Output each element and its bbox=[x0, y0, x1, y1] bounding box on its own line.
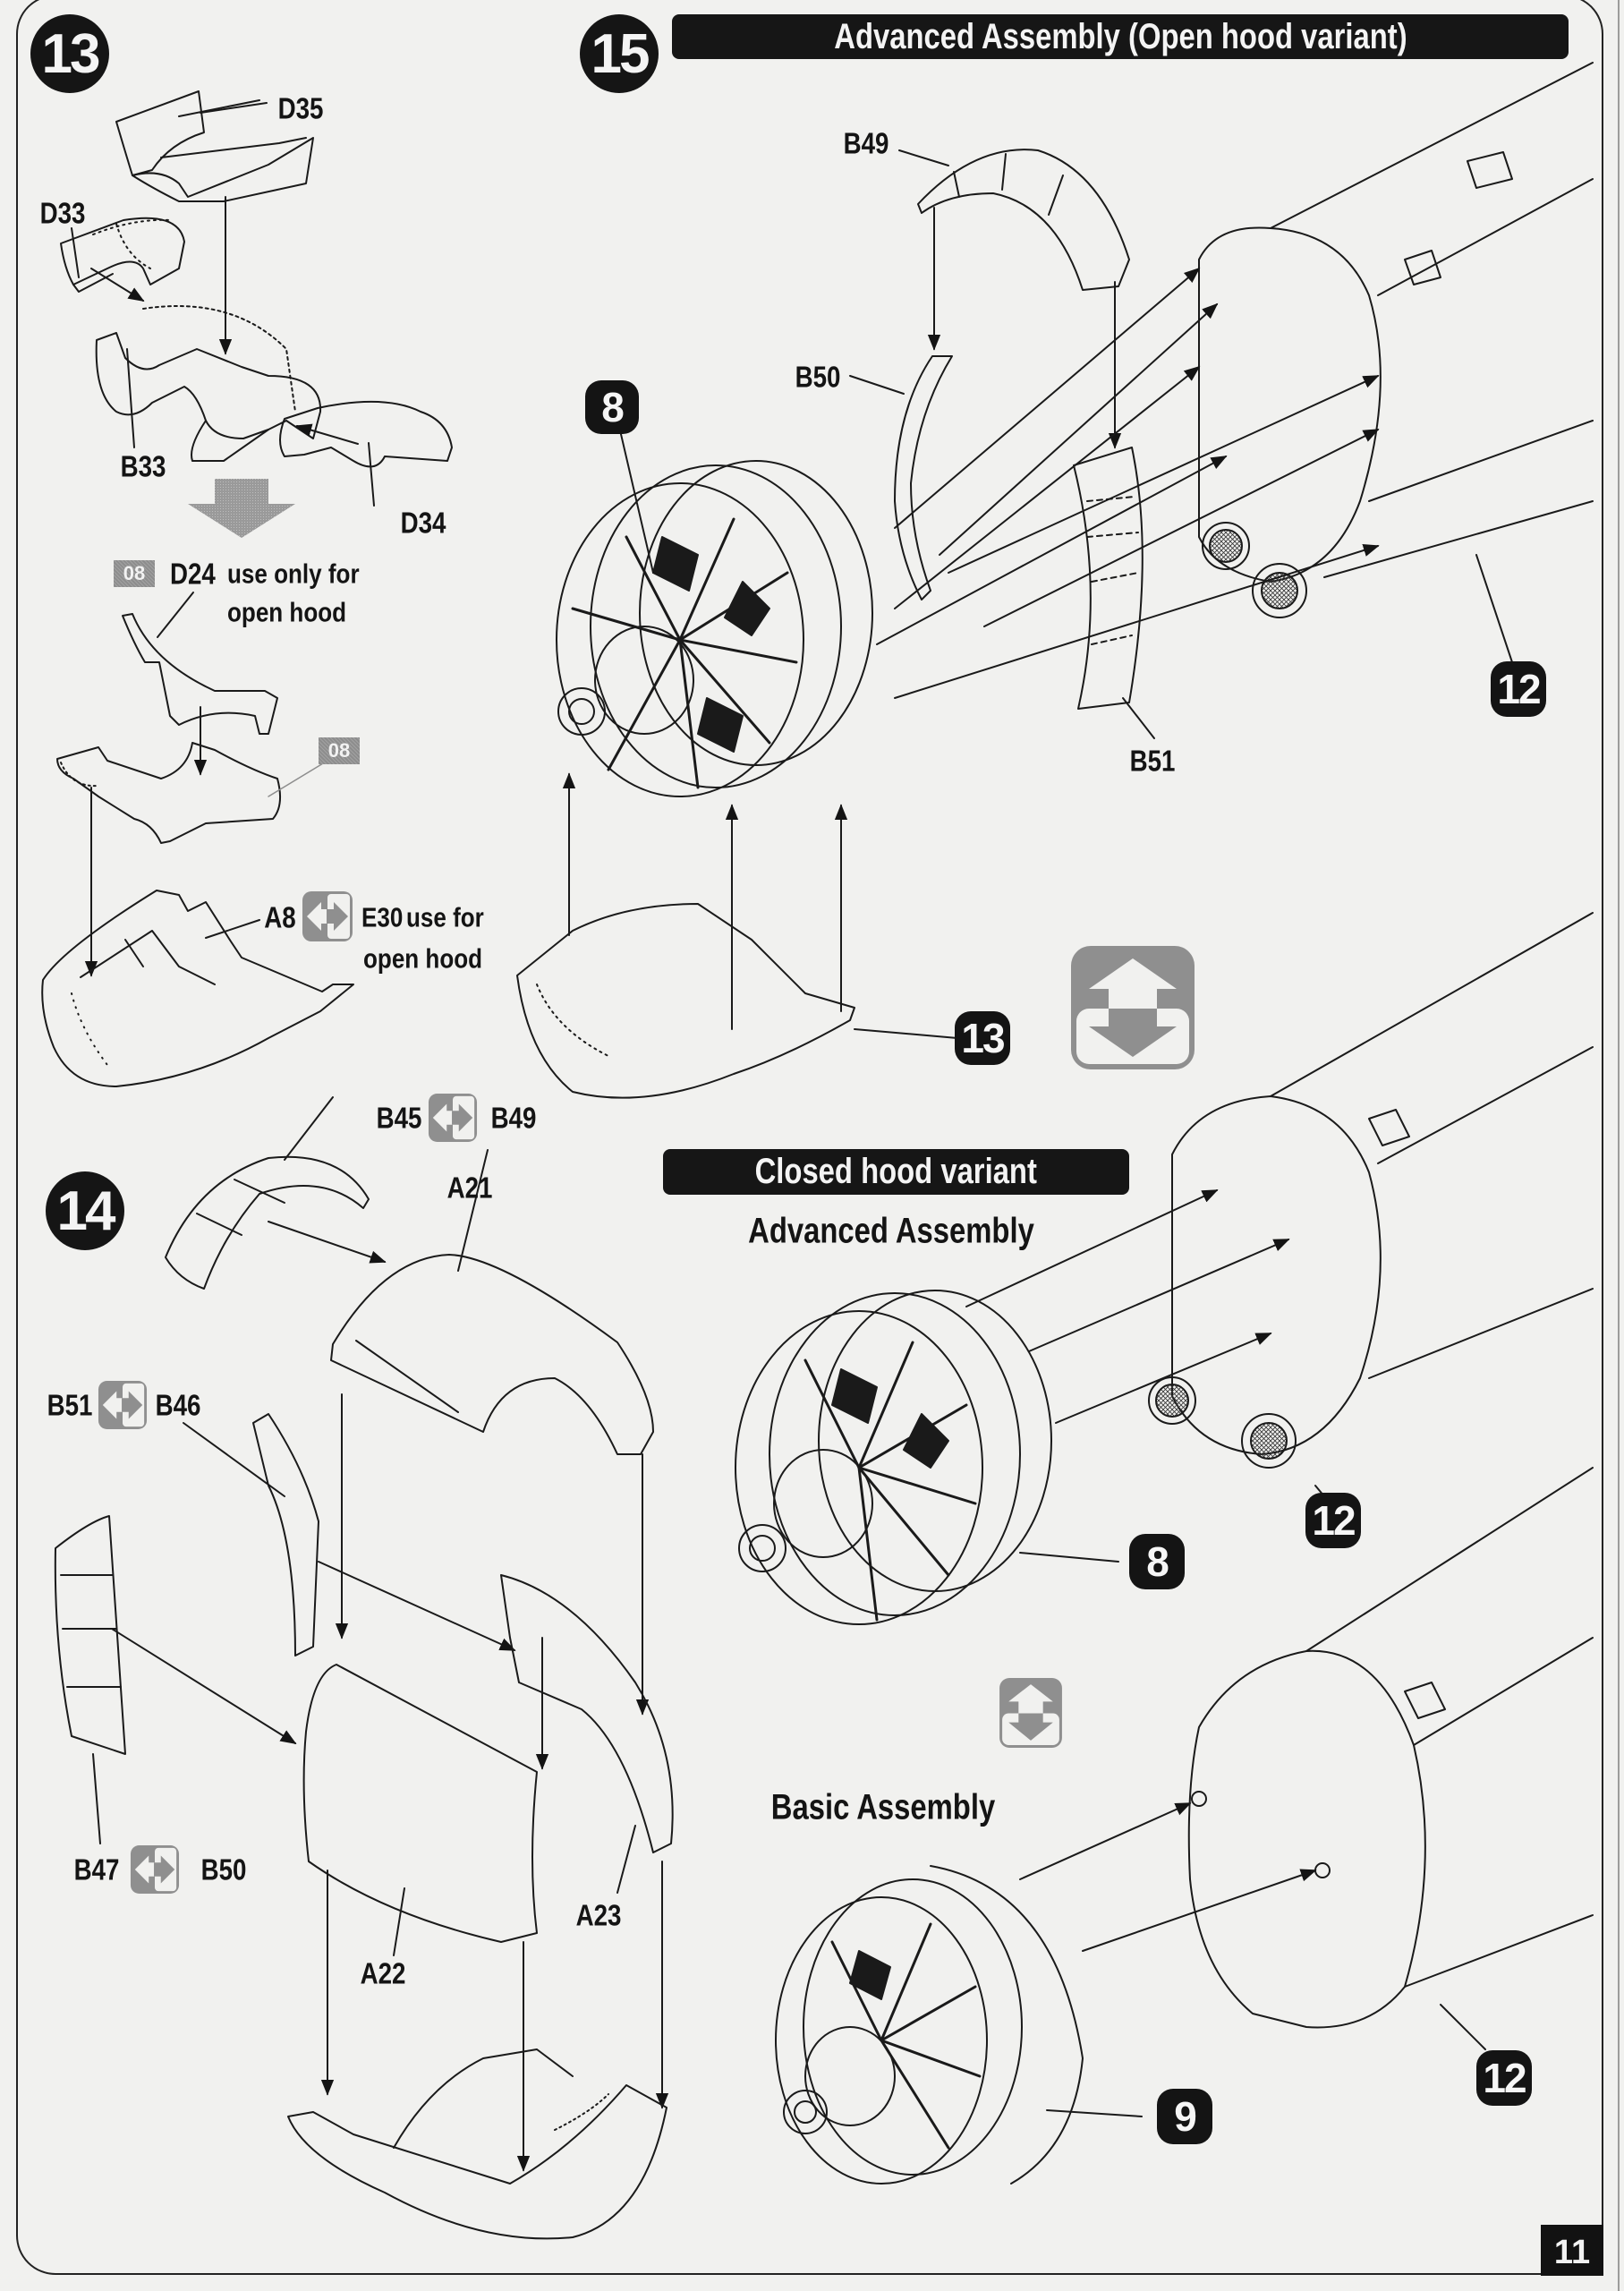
part-label-a8: A8 bbox=[264, 900, 296, 934]
part-b49-drawing bbox=[898, 149, 1130, 449]
step-15-number: 15 bbox=[580, 14, 659, 93]
part-label-a21: A21 bbox=[446, 1171, 493, 1205]
part-label-b51-open: B51 bbox=[1129, 744, 1176, 778]
swap-left-right-icon bbox=[98, 1380, 148, 1430]
part-label-b46: B46 bbox=[155, 1388, 201, 1422]
step-14-number: 14 bbox=[46, 1171, 124, 1250]
part-label-b33: B33 bbox=[120, 449, 166, 483]
leader-d34 bbox=[368, 442, 375, 507]
part-a21-drawing bbox=[330, 1149, 654, 1716]
part-label-d34: D34 bbox=[400, 506, 446, 540]
part-b33-drawing bbox=[95, 305, 322, 462]
basic-assembly-title: Basic Assembly bbox=[770, 1787, 996, 1827]
part-b50-drawing bbox=[849, 355, 953, 600]
part-lower-cowling-drawing bbox=[287, 2048, 667, 2240]
part-label-b49-open: B49 bbox=[843, 126, 889, 160]
part-label-b49: B49 bbox=[490, 1101, 537, 1135]
part-label-d24: D24 bbox=[170, 557, 216, 591]
part-d35-drawing bbox=[115, 90, 314, 355]
part-d33-drawing bbox=[60, 217, 185, 302]
part-label-d33: D33 bbox=[39, 196, 86, 230]
step-ref-9: 9 bbox=[1157, 2089, 1212, 2144]
step-ref-8-closed: 8 bbox=[1129, 1534, 1185, 1589]
part-d34-drawing bbox=[279, 400, 453, 468]
d24-note-line1: use only for bbox=[227, 558, 360, 590]
part-b51-drawing bbox=[1073, 447, 1155, 739]
swap-up-down-icon-small bbox=[999, 1678, 1062, 1748]
leader-d33 bbox=[71, 227, 80, 278]
step-ref-12-closed: 12 bbox=[1305, 1493, 1361, 1548]
part-a22-drawing bbox=[302, 1664, 538, 2172]
step-ref-12-basic: 12 bbox=[1476, 2050, 1532, 2106]
e30-note-line2: open hood bbox=[363, 942, 483, 975]
part-label-b45: B45 bbox=[376, 1101, 422, 1135]
engine-open-hood-drawing bbox=[556, 418, 873, 1030]
part-a8-drawing bbox=[41, 890, 354, 1087]
decal-badge-08-placement: 08 bbox=[319, 737, 360, 764]
part-label-a22: A22 bbox=[360, 1956, 406, 1990]
step-ref-12: 12 bbox=[1491, 661, 1546, 717]
step-13-number: 13 bbox=[30, 14, 109, 93]
step-15-header: Advanced Assembly (Open hood variant) bbox=[672, 14, 1569, 59]
part-b46-drawing bbox=[183, 1413, 516, 1657]
fuselage-basic-drawing bbox=[1187, 1467, 1594, 2050]
fuselage-closed-hood-drawing bbox=[965, 912, 1594, 1497]
step-ref-8: 8 bbox=[585, 380, 639, 434]
part-label-d35: D35 bbox=[277, 91, 324, 125]
decal-badge-08: 08 bbox=[114, 560, 155, 587]
swap-left-right-icon bbox=[302, 891, 353, 941]
part-label-e30: E30 bbox=[361, 901, 404, 933]
gray-down-arrow-icon bbox=[188, 479, 295, 538]
fuselage-open-hood-drawing bbox=[876, 62, 1594, 699]
part-label-a23: A23 bbox=[575, 1898, 622, 1932]
closed-hood-header-text: Closed hood variant bbox=[754, 1152, 1038, 1191]
swap-left-right-icon bbox=[130, 1844, 180, 1895]
swap-up-down-icon bbox=[1071, 946, 1195, 1069]
leader-d35 bbox=[200, 102, 268, 114]
engine-basic-drawing bbox=[775, 1802, 1317, 2185]
d24-note-line2: open hood bbox=[227, 596, 347, 628]
page-frame bbox=[16, 0, 1603, 2275]
swap-left-right-icon bbox=[428, 1093, 478, 1143]
part-label-b51: B51 bbox=[47, 1388, 93, 1422]
part-label-b50: B50 bbox=[200, 1852, 247, 1886]
lower-cowling-13-drawing bbox=[516, 903, 958, 1099]
part-label-b47: B47 bbox=[73, 1852, 120, 1886]
part-label-b50-open: B50 bbox=[795, 360, 841, 394]
e30-note-line1: use for bbox=[406, 901, 484, 933]
step-ref-13: 13 bbox=[955, 1011, 1010, 1065]
part-d24-drawing bbox=[122, 592, 278, 776]
leader-b33 bbox=[126, 348, 135, 448]
engine-closed-hood-drawing bbox=[735, 1290, 1119, 1625]
part-b47-drawing bbox=[54, 1515, 297, 1844]
closed-hood-header: Closed hood variant bbox=[663, 1149, 1129, 1195]
step-15-header-text: Advanced Assembly (Open hood variant) bbox=[833, 16, 1407, 56]
part-a23-drawing bbox=[500, 1574, 674, 2109]
advanced-assembly-title: Advanced Assembly bbox=[748, 1211, 1034, 1251]
page-edge-line bbox=[1618, 0, 1620, 2291]
part-b45-drawing bbox=[165, 1096, 387, 1290]
part-d24-installed-drawing bbox=[56, 742, 328, 977]
page-number: 11 bbox=[1541, 2225, 1603, 2276]
